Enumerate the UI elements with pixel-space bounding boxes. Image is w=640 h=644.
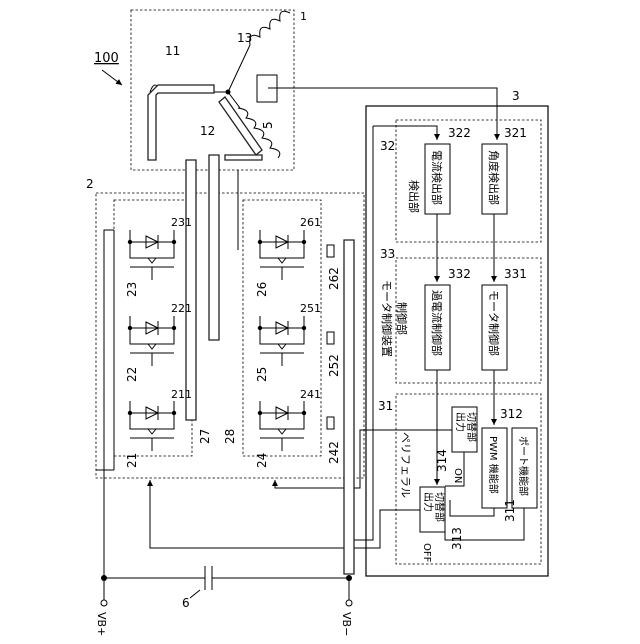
shunt-252 — [327, 332, 334, 344]
ref-upper-group: 27 — [198, 429, 212, 444]
ref-system: 100 — [94, 51, 119, 66]
ref-current-det: 322 — [448, 126, 471, 140]
vb-minus-label: VB− — [340, 612, 353, 636]
pwm-label: PWM 機能部 — [487, 436, 500, 494]
ref-sensor: 5 — [261, 121, 275, 129]
ref-coil-12: 12 — [200, 124, 215, 138]
peripheral-title: ペリフェラル — [399, 432, 412, 498]
ref-d211: 211 — [171, 388, 192, 401]
ref-angle-det: 321 — [504, 126, 527, 140]
ref-r242: 242 — [327, 441, 341, 464]
ref-q25: 25 — [255, 367, 269, 382]
ref-control-unit: 33 — [380, 247, 395, 261]
switch-cell-22 — [128, 316, 176, 366]
ref-d251: 251 — [300, 302, 321, 315]
ref-motor-ctl: 331 — [504, 267, 527, 281]
ref-controller: 3 — [512, 89, 520, 103]
motor-ctl-label: モータ制御部 — [487, 290, 501, 356]
port-label: ポート機能部 — [517, 436, 530, 496]
ref-motor: 1 — [300, 10, 307, 23]
ref-q22: 22 — [125, 367, 139, 382]
ref-coil-13: 13 — [237, 31, 252, 45]
ref-peripheral: 31 — [378, 399, 393, 413]
overcurrent-label: 過電流制御部 — [430, 290, 444, 356]
on-label: ON — [452, 468, 463, 483]
ref-lower-group: 28 — [223, 429, 237, 444]
control-title: 制御部 — [395, 302, 409, 335]
ref-inverter: 2 — [86, 177, 94, 191]
sw314-label-b: 切替部 — [465, 412, 478, 442]
ref-capacitor: 6 — [182, 596, 190, 610]
ref-port: 311 — [503, 499, 517, 522]
ref-d221: 221 — [171, 302, 192, 315]
ref-d241: 241 — [300, 388, 321, 401]
ref-sw-313: 313 — [450, 527, 464, 550]
ref-q23: 23 — [125, 282, 139, 297]
switch-cell-26 — [258, 230, 306, 280]
ref-r252: 252 — [327, 354, 341, 377]
off-label: OFF — [421, 543, 432, 563]
ref-d261: 261 — [300, 216, 321, 229]
ref-overcurrent: 332 — [448, 267, 471, 281]
shunt-262 — [327, 245, 334, 257]
ref-q26: 26 — [255, 282, 269, 297]
ref-q24: 24 — [255, 453, 269, 468]
switch-cell-25 — [258, 316, 306, 366]
ref-d231: 231 — [171, 216, 192, 229]
switch-cell-23 — [128, 230, 176, 280]
coil-13 — [228, 45, 250, 92]
shunt-242 — [327, 417, 334, 429]
switch-cell-24 — [258, 401, 306, 451]
motor — [131, 10, 294, 170]
ref-detector: 32 — [380, 139, 395, 153]
sw313-label-b: 切替部 — [433, 492, 446, 522]
ref-q21: 21 — [125, 453, 139, 468]
switch-cell-21 — [128, 401, 176, 451]
capacitor — [205, 566, 212, 590]
device-title: モータ制御装置 — [380, 280, 394, 357]
detector-title: 検出部 — [407, 180, 421, 213]
ref-coil-11: 11 — [165, 44, 180, 58]
current-det-label: 電流検出部 — [430, 150, 444, 205]
vb-plus-label: VB+ — [95, 612, 108, 636]
ref-r262: 262 — [327, 267, 341, 290]
ref-pwm: 312 — [500, 407, 523, 421]
angle-det-label: 角度検出部 — [487, 150, 501, 205]
